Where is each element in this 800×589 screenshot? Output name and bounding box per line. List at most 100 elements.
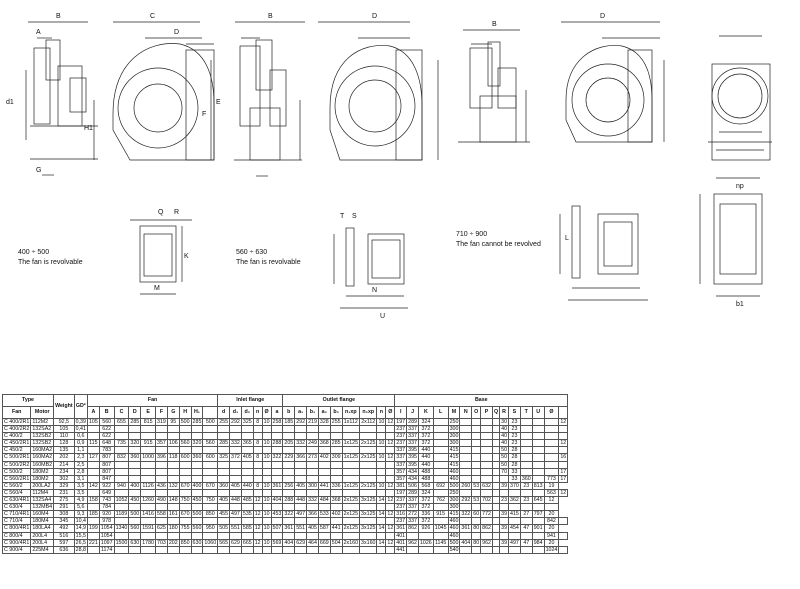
- table-cell: 784: [98, 503, 115, 512]
- table-cell: [317, 545, 331, 554]
- table-cell: 39: [499, 538, 510, 547]
- table-cell: 185: [86, 510, 100, 519]
- table-cell: 772: [480, 510, 493, 519]
- table-cell: 214: [53, 460, 75, 469]
- table-cell: 23: [508, 425, 521, 434]
- table-cell: 568: [417, 481, 434, 490]
- table-cell: 256: [282, 481, 296, 490]
- table-cell: [306, 432, 319, 441]
- table-cell: [86, 446, 100, 455]
- table-cell: [306, 425, 319, 434]
- table-cell: 127: [86, 453, 100, 462]
- table-cell: [155, 531, 168, 540]
- table-cell: 275: [53, 496, 75, 505]
- table-cell: [113, 545, 130, 554]
- table-cell: 23: [508, 439, 521, 448]
- table-cell: 3x160: [359, 538, 378, 547]
- table-cell: [558, 425, 569, 434]
- table-cell: [128, 545, 142, 554]
- base-col-label: [558, 406, 569, 419]
- table-cell: 1060: [202, 538, 219, 547]
- fan-side-view-1: [25, 21, 98, 176]
- table-cell: 70: [499, 467, 510, 476]
- table-cell: [282, 432, 296, 441]
- table-cell: 40: [499, 439, 510, 448]
- table-cell: 404: [270, 496, 284, 505]
- table-cell: 142: [86, 481, 100, 490]
- table-cell: 39: [499, 510, 510, 519]
- table-cell: 372: [417, 439, 434, 448]
- table-cell: 12: [252, 510, 263, 519]
- table-cell: [317, 474, 331, 483]
- table-cell: [531, 545, 545, 554]
- table-cell: 565: [217, 538, 231, 547]
- table-cell: C 560/4: [1, 488, 32, 498]
- table-cell: 850: [202, 510, 219, 519]
- table-cell: [491, 538, 501, 547]
- table-cell: 250: [447, 417, 461, 427]
- table-cell: 12: [385, 481, 396, 490]
- table-cell: 372: [417, 496, 434, 505]
- table-cell: 360: [128, 453, 142, 462]
- table-cell: 649: [98, 488, 115, 498]
- table-cell: 600: [202, 453, 219, 462]
- table-cell: [282, 425, 296, 434]
- table-cell: C 450/2R1: [1, 439, 32, 448]
- table-cell: 404: [282, 538, 296, 547]
- table-cell: 404: [459, 538, 473, 547]
- table-cell: 12: [252, 524, 263, 533]
- table-cell: 10: [261, 453, 272, 462]
- table-cell: 361: [270, 481, 284, 490]
- table-cell: [417, 545, 434, 554]
- table-cell: [128, 517, 142, 526]
- table-cell: [432, 446, 449, 455]
- table-cell: 200L4: [30, 538, 55, 547]
- table-cell: [240, 467, 254, 476]
- table-cell: [459, 503, 473, 512]
- dim-label: b1: [736, 301, 744, 308]
- table-cell: 797: [531, 510, 545, 519]
- table-cell: [190, 488, 204, 498]
- table-cell: 362: [508, 496, 521, 505]
- table-cell: [178, 460, 192, 469]
- table-cell: [240, 432, 254, 441]
- table-cell: 665: [240, 538, 254, 547]
- table-cell: [86, 545, 100, 554]
- table-cell: 395: [406, 453, 419, 462]
- table-cell: 132SA4: [30, 496, 55, 505]
- table-cell: 448: [294, 496, 308, 505]
- table-cell: 2,3: [73, 453, 88, 462]
- table-cell: [519, 446, 533, 455]
- table-cell: 506: [406, 481, 419, 490]
- table-cell: 10: [261, 538, 272, 547]
- table-cell: 1x112: [341, 417, 361, 427]
- table-cell: [282, 446, 296, 455]
- table-cell: 132MB4: [30, 503, 55, 512]
- table-cell: 497: [229, 510, 242, 519]
- table-cell: [531, 417, 545, 427]
- table-cell: 112M4: [30, 488, 55, 498]
- table-cell: 300: [447, 432, 461, 441]
- table-cell: 337: [406, 432, 419, 441]
- table-cell: [261, 432, 272, 441]
- table-cell: 357: [394, 467, 408, 476]
- table-cell: [385, 460, 396, 469]
- dim-label: M: [154, 285, 160, 292]
- table-cell: 783: [98, 446, 115, 455]
- table-cell: 1052: [113, 496, 130, 505]
- table-cell: 10: [261, 439, 272, 448]
- table-cell: 630: [190, 538, 204, 547]
- table-cell: [459, 517, 473, 526]
- table-cell: [240, 474, 254, 483]
- table-cell: [166, 545, 180, 554]
- table-cell: 460: [447, 474, 461, 483]
- table-cell: [491, 481, 501, 490]
- fan-col-label: A: [86, 406, 100, 419]
- table-cell: [229, 545, 242, 554]
- table-cell: 440: [417, 446, 434, 455]
- table-cell: 199: [86, 524, 100, 533]
- table-cell: [240, 517, 254, 526]
- dim-label: np: [736, 183, 744, 190]
- outlet-header: Outlet flange: [282, 394, 396, 407]
